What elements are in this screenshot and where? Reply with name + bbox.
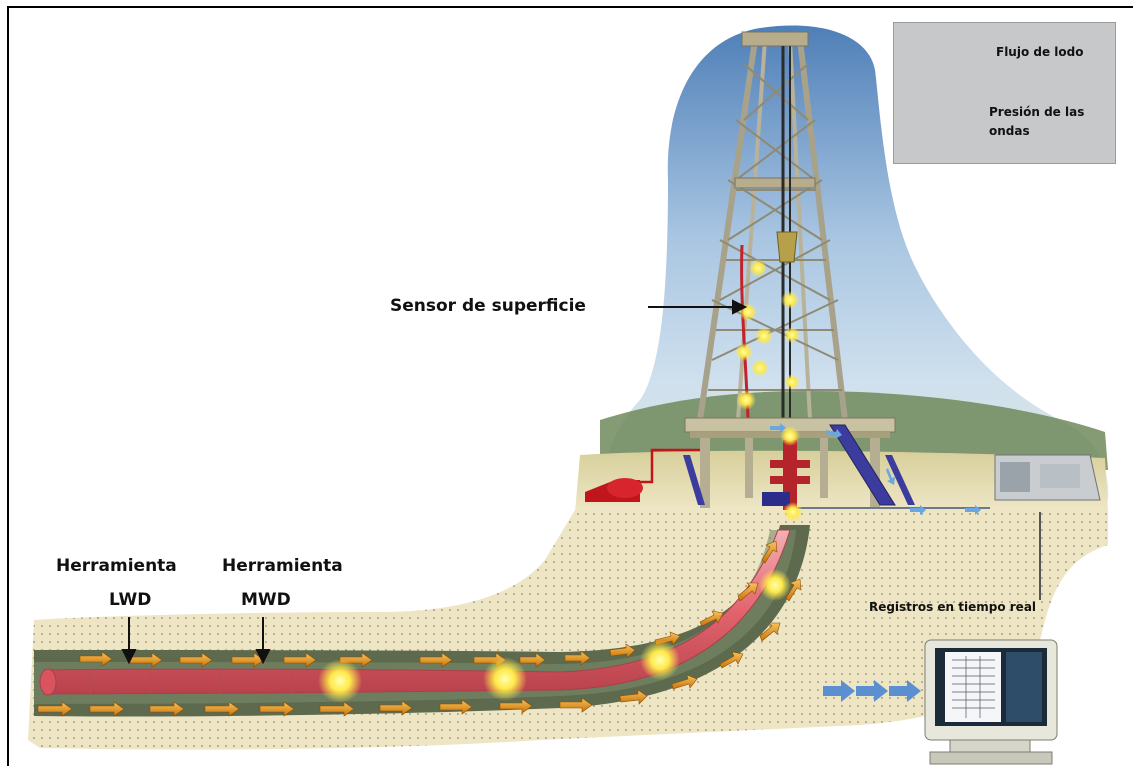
data-flow-chevrons xyxy=(823,680,921,702)
mud-arrows-upper xyxy=(79,540,778,668)
callout-arrows xyxy=(121,299,748,665)
sky-cutout xyxy=(600,25,1109,501)
legend-mud-flow-label: Flujo de lodo xyxy=(996,45,1084,59)
legend-pressure-waves-label: Presión de las ondas xyxy=(989,105,1085,138)
lwd-tool-label-line1: Herramienta xyxy=(56,556,177,576)
surface-flow-arrows xyxy=(770,423,981,515)
lwd-tool-label-line2: LWD xyxy=(109,590,152,610)
pressure-waves xyxy=(318,259,803,703)
drilling-rig xyxy=(585,31,915,510)
mud-arrows-lower xyxy=(37,578,802,717)
realtime-logs-title: Registros en tiempo real xyxy=(868,600,1037,614)
surface-sensor-label: Sensor de superficie xyxy=(390,296,586,316)
realtime-logs-panel: Registros en tiempo real xyxy=(815,590,1090,766)
legend: Flujo de lodo Presión de las ondas xyxy=(893,22,1116,164)
monitor-icon xyxy=(924,639,1058,765)
figure-frame xyxy=(7,6,1133,766)
mwd-tool-label-line2: MWD xyxy=(241,590,291,610)
mwd-tool-label-line1: Herramienta xyxy=(222,556,343,576)
